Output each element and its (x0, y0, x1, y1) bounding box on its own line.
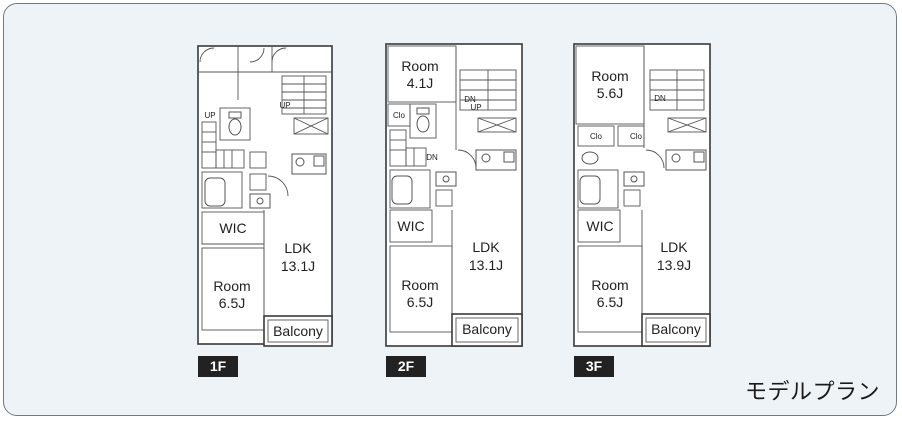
dn-label-2f-a: DN (464, 95, 476, 104)
room-3f (577, 245, 643, 333)
room-top-size-2f: 4.1J (407, 75, 433, 91)
stair-2f (459, 69, 517, 111)
dn-label-3f: DN (654, 94, 666, 103)
balcony-label-1f: Balcony (273, 323, 323, 339)
storage-1f (293, 117, 329, 135)
toilet-room-2f (409, 103, 437, 139)
closet-3f-b (617, 125, 645, 147)
room-label-2f: Room (401, 277, 438, 293)
toilet-1f (228, 118, 242, 136)
stair-1f (281, 75, 327, 115)
storage-3f (667, 117, 707, 133)
bathtub-1f (204, 177, 226, 207)
bathroom-3f (577, 169, 619, 209)
room-1f (201, 247, 265, 331)
room-top-label-3f: Room (591, 68, 628, 84)
storage-2f (477, 117, 517, 133)
stair-3f (649, 69, 705, 111)
up-label-2f: UP (470, 103, 481, 112)
wic-2f (389, 209, 433, 243)
stair-1f-left (201, 121, 245, 169)
clo-label-3f-a: Clo (590, 132, 603, 141)
ldk-label-2f: LDK (472, 239, 500, 255)
floor-tag-1f: 1F (198, 356, 238, 377)
room-top-label-2f: Room (401, 58, 438, 74)
floor-tag-3f: 3F (574, 356, 614, 377)
ldk-label-1f: LDK (284, 240, 312, 256)
bathtub-3f (579, 175, 601, 205)
wic-label-2f: WIC (397, 218, 424, 234)
door-1f-b (249, 47, 265, 63)
room-label-1f: Room (213, 278, 250, 294)
door-1f-d (267, 175, 289, 197)
toilet-3f (581, 151, 599, 165)
clo-label-3f-b: Clo (630, 132, 643, 141)
stair-2f-left (389, 129, 427, 167)
balcony-label-3f: Balcony (651, 321, 701, 337)
wic-label-3f: WIC (586, 218, 613, 234)
floorplan-2f: DN UP Clo DN (385, 43, 523, 347)
ldk-label-3f: LDK (660, 239, 688, 255)
balcony-label-2f: Balcony (462, 321, 512, 337)
door-1f-a (199, 47, 215, 63)
room-size-1f: 6.5J (219, 295, 245, 311)
closet-3f-a (577, 125, 615, 147)
balcony-1f (263, 315, 333, 347)
ldk-size-1f: 13.1J (281, 258, 315, 274)
toilet-2f (416, 115, 430, 133)
bathroom-2f (389, 169, 431, 209)
wic-3f (577, 209, 621, 243)
floor-tag-2f: 2F (386, 356, 426, 377)
floorplan-3f: DN Clo Clo Room 5.6J WIC LDK (573, 43, 711, 347)
model-plan-caption: モデルプラン (744, 380, 880, 405)
balcony-3f (641, 313, 711, 347)
dn-label-2f-b: DN (426, 153, 438, 162)
room-2f (389, 245, 453, 333)
room-top-size-3f: 5.6J (597, 85, 623, 101)
up-label-1f-a: UP (279, 101, 290, 110)
up-label-1f-b: UP (204, 111, 215, 120)
balcony-2f (451, 313, 523, 347)
room-size-2f: 6.5J (407, 294, 433, 310)
floorplan-1f: UP UP (197, 45, 333, 347)
ldk-size-3f: 13.9J (657, 257, 691, 273)
clo-label-2f: Clo (393, 111, 406, 120)
toilet-room-1f (219, 107, 251, 141)
room-label-3f: Room (591, 277, 628, 293)
ldk-size-2f: 13.1J (469, 257, 503, 273)
bathroom-1f (201, 171, 243, 209)
washer-space-1f (249, 151, 267, 169)
room-size-3f: 6.5J (597, 294, 623, 310)
bathtub-2f (391, 175, 413, 205)
wic-label-1f: WIC (219, 220, 246, 236)
